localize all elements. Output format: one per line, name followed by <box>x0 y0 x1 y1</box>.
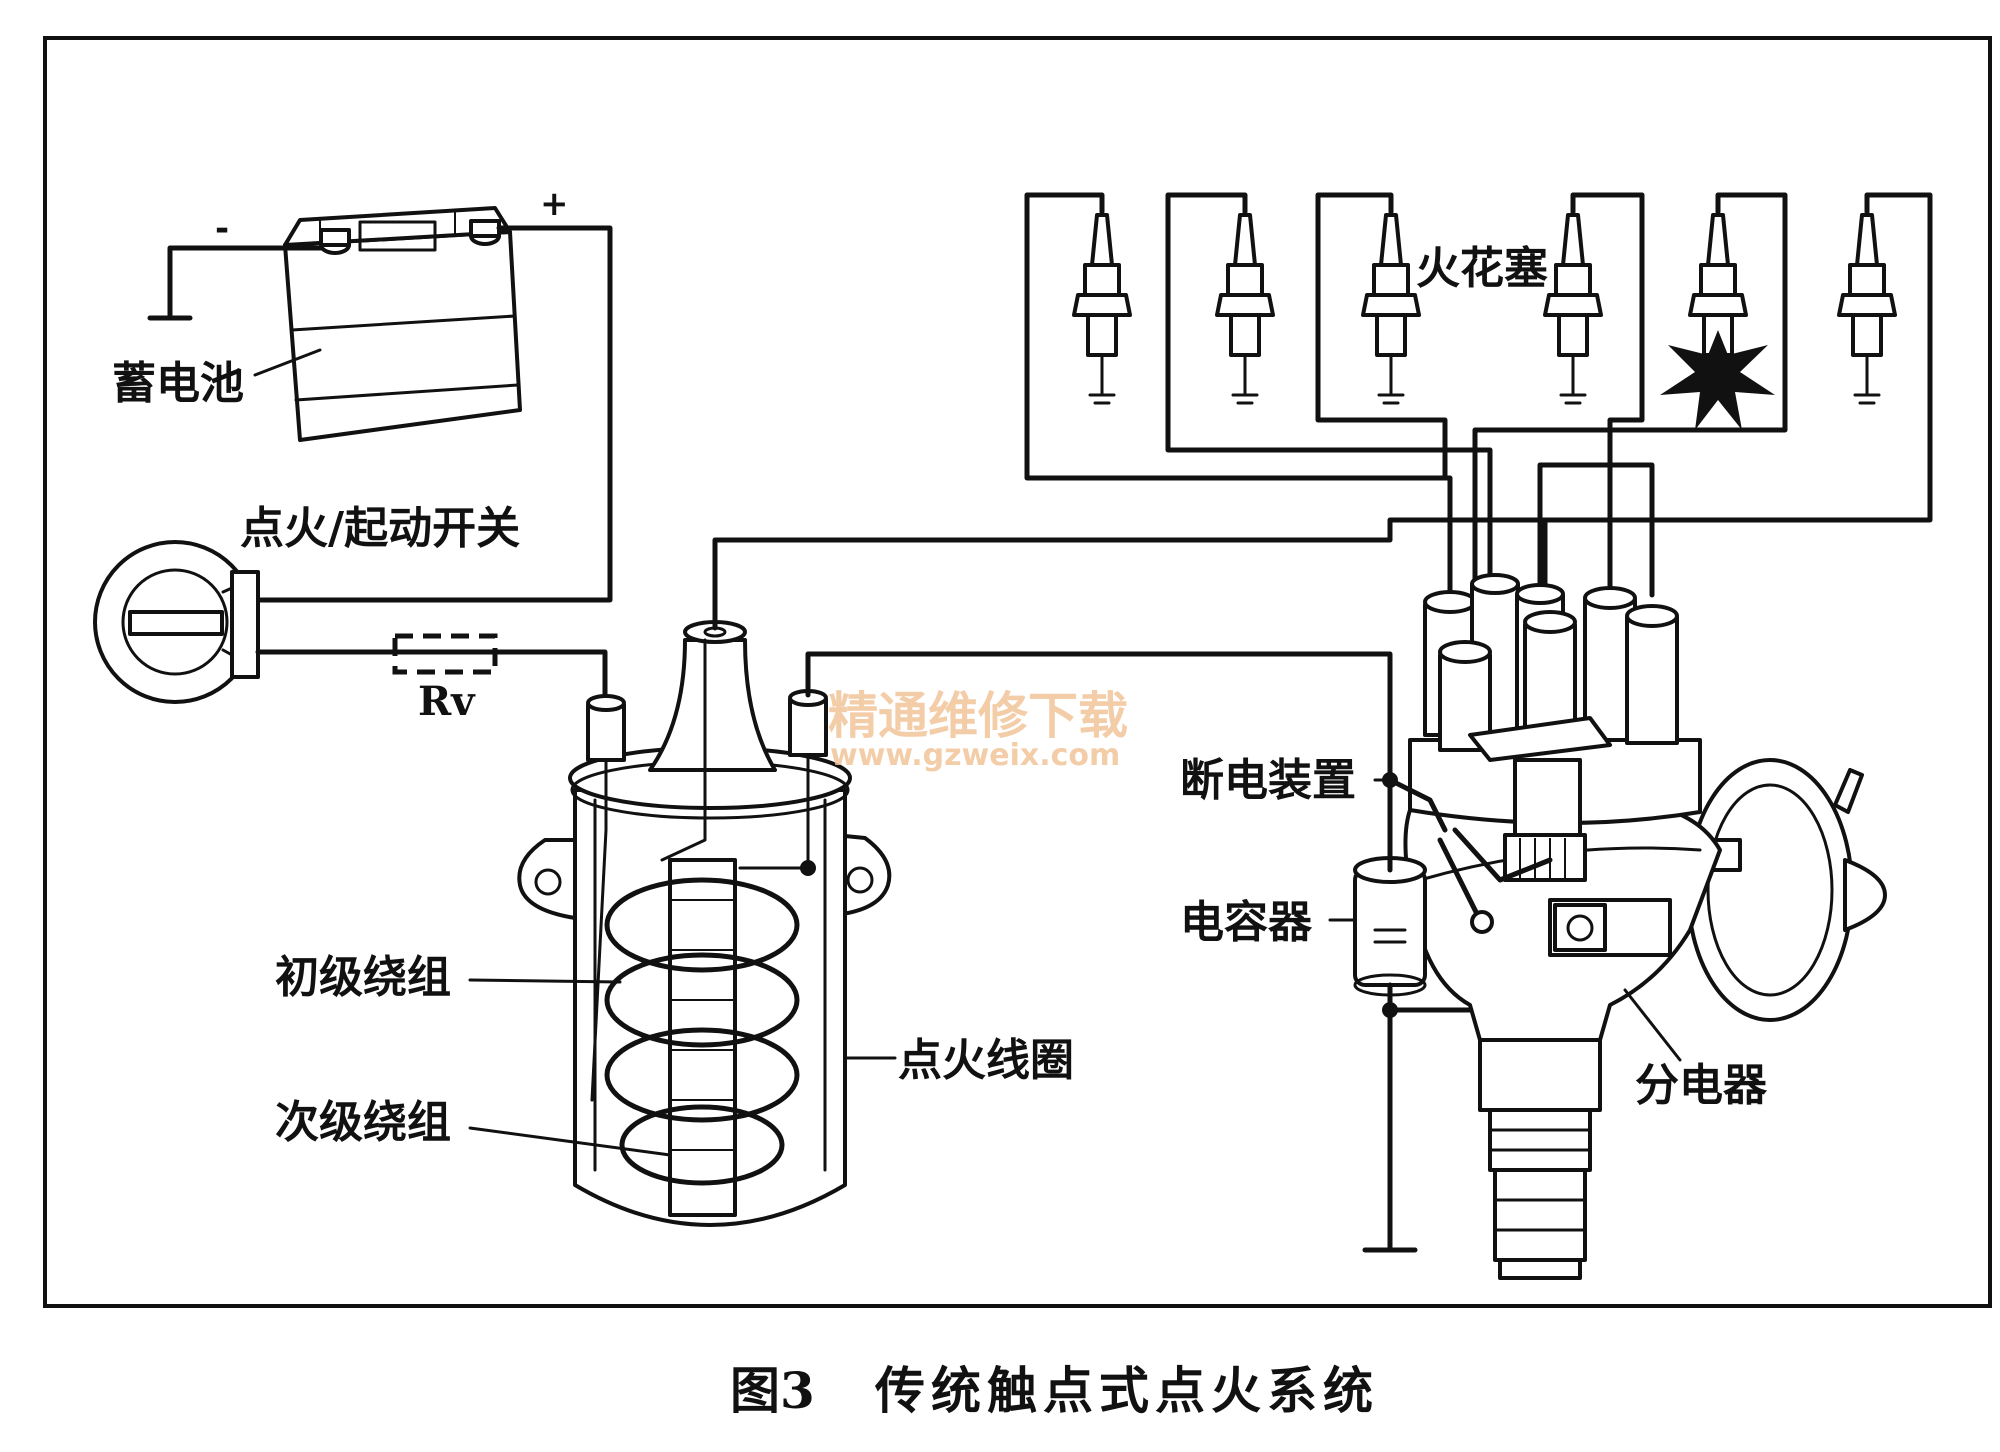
ignition-switch <box>93 540 260 704</box>
watermark-title: 精通维修下载 <box>828 687 1128 745</box>
secondary-winding-label: 次级绕组 <box>275 1097 451 1148</box>
spark-plug-1 <box>1072 213 1132 405</box>
watermark-url: www.gzweix.com <box>830 738 1120 773</box>
distributor-label: 分电器 <box>1635 1060 1768 1111</box>
spark-plug-5-firing <box>1660 213 1775 430</box>
ignition-coil-label: 点火线圈 <box>898 1035 1074 1086</box>
primary-winding-label: 初级绕组 <box>275 952 451 1003</box>
resistor-label: Rv <box>418 678 476 725</box>
distributor-leader <box>1623 988 1682 1062</box>
spark-plug-label: 火花塞 <box>1416 243 1548 294</box>
battery-plus-sign: + <box>540 184 569 224</box>
diagram-frame <box>43 36 1992 1308</box>
battery-leader <box>253 348 322 377</box>
wire-switch-to-coil <box>255 649 608 703</box>
wire-coil-to-breaker <box>805 651 1393 783</box>
battery-ground <box>147 245 324 321</box>
distributor-ground <box>1362 777 1473 1253</box>
spark-plug-leads <box>1024 192 1933 598</box>
capacitor-label: 电容器 <box>1180 897 1313 948</box>
primary-winding-leader <box>468 978 622 984</box>
spark-plug-4 <box>1543 213 1603 405</box>
secondary-winding-leader <box>468 1126 672 1157</box>
caption-number: 图3 <box>730 1361 815 1420</box>
spark-plug-2 <box>1215 213 1275 405</box>
resistor-rv <box>392 633 498 675</box>
spark-plug-6 <box>1837 213 1897 405</box>
battery-label: 蓄电池 <box>112 358 244 409</box>
ignition-switch-label: 点火/起动开关 <box>240 503 520 554</box>
capacitor <box>1353 856 1427 997</box>
breaker-label: 断电装置 <box>1180 755 1356 806</box>
ignition-coil <box>517 620 892 1227</box>
caption-title: 传统触点式点火系统 <box>874 1361 1379 1420</box>
battery-minus-sign: - <box>215 209 229 249</box>
wire-battery-to-switch <box>255 225 613 603</box>
spark-burst-icon <box>1660 330 1775 430</box>
spark-plug-3 <box>1361 213 1421 405</box>
battery <box>283 206 522 442</box>
distributor <box>1382 573 1887 1280</box>
